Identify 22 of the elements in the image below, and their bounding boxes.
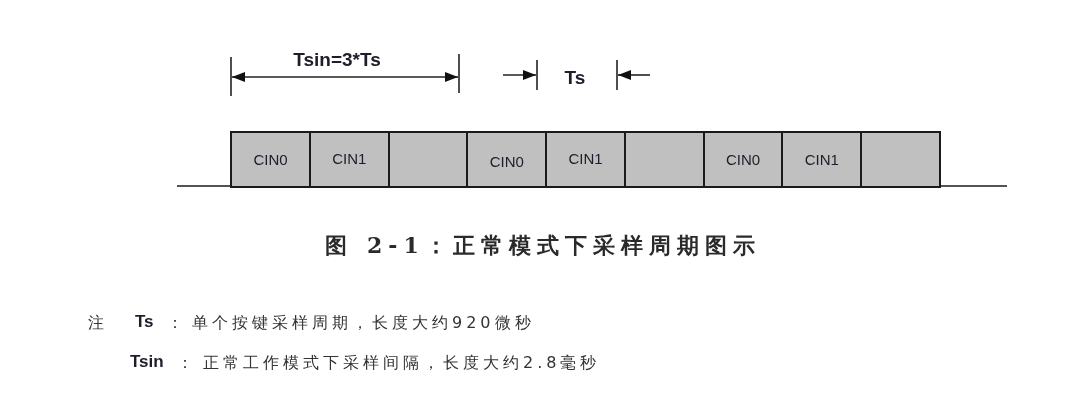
channel-label: CIN1 (332, 151, 367, 166)
channel-label: CIN0 (725, 152, 761, 167)
figure-caption: 图 2-1：正常模式下采样周期图示 (325, 232, 761, 258)
dimension-label: Ts (564, 67, 586, 89)
note-term: Tsin (130, 352, 164, 372)
note-marker: 注 (88, 314, 108, 332)
time-slot (466, 131, 548, 188)
note-separator: ： (167, 314, 187, 332)
note-separator: ： (177, 354, 197, 372)
channel-label: CIN1 (568, 151, 603, 166)
time-slot (230, 131, 311, 188)
time-slot (545, 131, 626, 188)
dimension-label: Tsin=3*Ts (293, 49, 381, 71)
time-slot (308, 131, 390, 188)
note-text: 单个按键采样周期，长度大约920微秒 (192, 314, 535, 332)
channel-label: CIN0 (489, 154, 524, 169)
note-term: Ts (135, 312, 154, 332)
time-slot (781, 131, 863, 188)
channel-label: CIN1 (804, 152, 839, 167)
channel-label: CIN0 (253, 152, 288, 167)
time-slot (702, 131, 784, 188)
note-text: 正常工作模式下采样间隔，长度大约2.8毫秒 (203, 354, 601, 372)
